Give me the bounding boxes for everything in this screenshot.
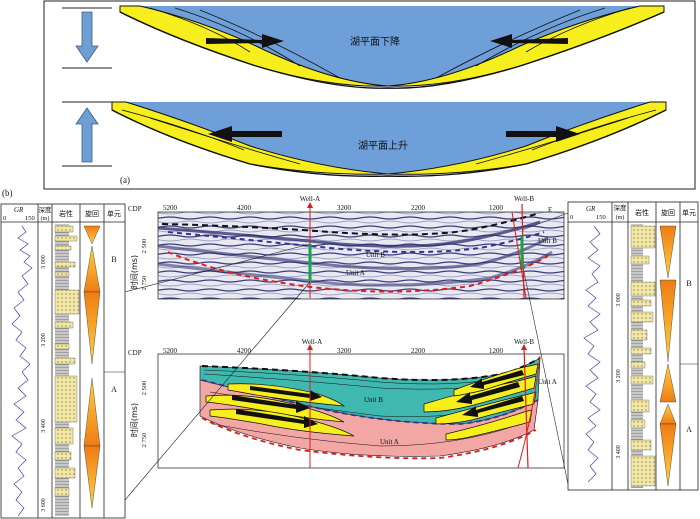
left-gr-curve [11,225,33,517]
seismic-unit-b: Unit B [366,251,385,259]
interp-cdp-3200: 3200 [337,347,352,355]
left-gr-label: GR [14,206,24,214]
right-scale-max: 150 [596,214,606,221]
rise-text: 湖平面上升 [358,140,408,152]
right-lithology-column [630,224,656,488]
right-gr-label: GR [586,205,596,213]
seismic-unit-a-horizon [167,251,549,293]
left-cycle-5 [83,445,101,509]
seismic-cdp-label: CDP [128,205,142,213]
interp-unit-a: Unit A [380,438,399,446]
left-depth-3400: 3 400 [41,419,47,433]
left-lith-label: 岩性 [59,209,73,218]
rise-arrow-icon [62,101,112,167]
right-unit-label: 单元 [682,208,696,217]
right-depth-unit: (m) [616,214,625,221]
right-cycle-1 [659,225,677,279]
seismic-unit-a: Unit A [346,269,365,277]
right-gr-curve [583,225,601,483]
interp-unit-b: Unit B [364,396,383,404]
left-cycle-1 [83,225,101,245]
right-unit-b: B [686,279,691,288]
right-arrow-icon-rise [506,126,580,142]
interp-cdp-label: CDP [128,349,142,357]
basin-falling: 湖平面下降 [119,5,665,89]
seismic-top-horizon [161,213,537,236]
seismic-time-2500: 2 500 [141,239,148,254]
left-unit-a: A [111,385,117,394]
interp-unit-a-right: Unit A [538,378,557,386]
basin-rising: 湖平面上升 [111,101,667,177]
panel-a: 湖平面下降 湖平面上升 (a) [43,0,696,190]
right-depth-label: 深度 [614,203,628,212]
seismic-time-axis-label: 时间(ms) [129,255,139,289]
left-lithology-column [54,224,80,516]
right-unit-a: A [686,425,692,434]
interp-cdp-4200: 4200 [237,347,252,355]
seismic-unit-b-right: Unit B [538,237,557,245]
left-unit-b: B [111,255,116,264]
lake-water [122,6,662,86]
left-well-log: GR 0 150 深度 (m) 岩性 旋回 单元 3 000 3 200 3 4… [0,203,126,519]
interp-well-b-label: Well-B [514,338,534,346]
right-cycle-3 [659,363,677,403]
interp-unit-a-horizon [201,417,537,460]
interp-time-2500: 2 500 [141,381,148,396]
connector-lines [124,212,569,501]
left-scale-min: 0 [3,215,6,222]
seismic-well-a-label: Well-A [300,195,320,203]
right-cycle-2 [659,279,677,363]
interp-fault [517,355,541,469]
seismic-fault-e [511,211,527,299]
right-depth-3000: 3 000 [616,293,622,307]
lower-text: 湖平面下降 [350,35,400,48]
left-depth-unit: (m) [41,215,50,222]
right-depth-3400: 3 400 [616,445,622,459]
left-depth-3200: 3 200 [41,333,47,347]
right-scale-min: 0 [570,214,573,221]
left-scale-max: 150 [25,215,35,222]
right-lith-label: 岩性 [635,208,649,217]
right-arrow-icon [206,34,284,48]
seismic-cdp-3200: 3200 [337,204,352,212]
seismic-cdp-2200: 2200 [411,204,426,212]
seismic-cdp-5200: 5200 [163,204,178,212]
interp-cdp-1200: 1200 [489,347,504,355]
interp-cdp-2200: 2200 [411,347,426,355]
lower-arrow-icon [62,7,112,69]
seismic-cdp-4200: 4200 [237,204,252,212]
seismic-section: CDP 5200 4200 3200 2200 1200 Well-A Well… [128,195,565,300]
left-cycle-3 [83,291,101,365]
interp-well-a-label: Well-A [302,338,322,346]
seismic-time-2750: 2 750 [141,276,148,291]
left-unit-label: 单元 [107,209,121,218]
seismic-unit-b-horizon [167,231,545,253]
right-depth-3200: 3 200 [616,369,622,383]
left-depth-3000: 3 000 [41,255,47,269]
interp-cdp-5200: 5200 [163,347,178,355]
left-depth-label: 深度 [39,205,53,214]
interp-time-2750: 2 750 [141,433,148,448]
interp-well-b-line [523,345,529,469]
seismic-fault-e-label: E [548,206,552,214]
left-arrow-icon [490,34,568,48]
panel-a-label: (a) [120,175,130,185]
seismic-well-b-label: Well-B [514,195,534,203]
seismic-cdp-1200: 1200 [489,204,504,212]
panel-b-label: (b) [2,188,13,198]
left-arrow-icon-rise [208,126,282,142]
interpreted-section: CDP 5200 4200 3200 2200 1200 Well-A Well… [128,338,565,469]
interp-time-axis-label: 时间(ms) [129,403,139,437]
right-well-log: GR 0 150 深度 (m) 岩性 旋回 单元 3 000 3 200 3 4… [567,201,699,491]
interp-flow-arrows [232,370,524,428]
left-depth-3600: 3 600 [41,498,47,512]
right-cycle-label: 旋回 [661,208,675,217]
left-cycle-label: 旋回 [85,209,99,218]
right-cycle-5 [659,423,677,487]
